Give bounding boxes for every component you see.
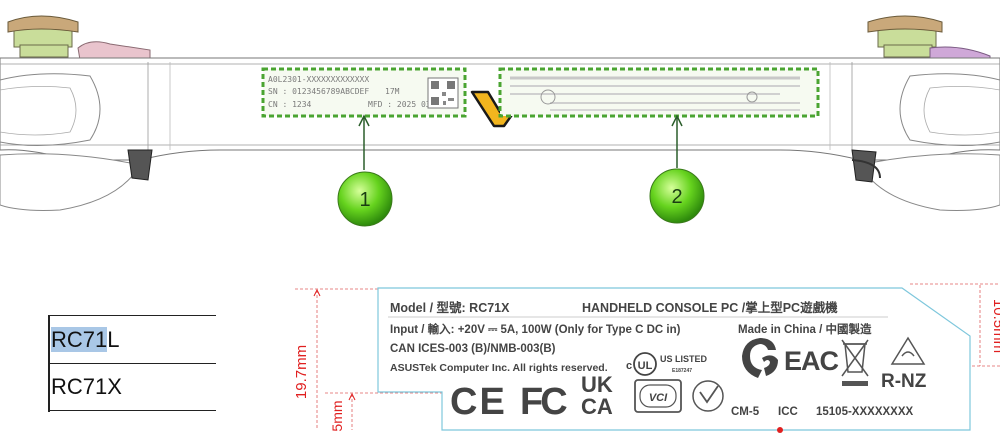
ul-logo-text: UL (638, 360, 653, 372)
model-name: RC71X (51, 374, 122, 399)
dimension-label-10-5: 10.5mm (990, 299, 1000, 353)
eac-mark: EAC (784, 346, 839, 376)
weee-bin-icon (841, 339, 869, 386)
callout-1: 1 (337, 171, 393, 227)
device-top-view-drawing: A0L2301-XXXXXXXXXXXXX SN : 0123456789ABC… (0, 15, 1000, 227)
label-cm5: CM-5 (731, 406, 760, 418)
sticker-line-1: A0L2301-XXXXXXXXXXXXX (268, 75, 369, 84)
ukca-mark: UK CA (581, 372, 613, 419)
ul-c-prefix: c (626, 360, 632, 372)
model-row: RC71L (48, 315, 216, 363)
label-outline (377, 287, 971, 431)
label-input: Input / 輸入: +20V ⎓ 5A, 100W (Only for Ty… (390, 322, 681, 336)
sticker-line-3: CN : 1234 (268, 100, 312, 109)
dimension-label-5: 5mm (329, 400, 345, 431)
dimension-height-small: 5mm (325, 392, 445, 432)
dimension-label-19-7: 19.7mm (293, 345, 310, 399)
rcm-icon (742, 338, 778, 378)
label-area-1: A0L2301-XXXXXXXXXXXXX SN : 0123456789ABC… (261, 67, 467, 118)
right-thumbstick (867, 15, 943, 58)
dimension-height-right: 10.5mm (910, 283, 1000, 367)
qr-code-icon (427, 77, 459, 109)
left-thumbstick (7, 15, 79, 58)
left-trigger (127, 149, 153, 181)
model-suffix: L (107, 326, 120, 352)
ul-listed-text: US LISTED (660, 354, 708, 364)
right-trigger (851, 149, 877, 183)
vci-mark: VCI (634, 379, 682, 413)
callout-1-number: 1 (359, 189, 370, 211)
label-icc: ICC (778, 406, 798, 418)
ul-file-number: E187247 (672, 368, 692, 374)
model-table: RC71L RC71X (48, 315, 216, 411)
callout-2-number: 2 (671, 186, 682, 208)
table-left-border (48, 315, 50, 412)
vci-text: VCI (649, 392, 668, 404)
r-nz-text: R-NZ (881, 371, 927, 392)
ul-listed-mark: c UL US LISTED E187247 (626, 352, 708, 376)
model-highlight: RC71 (51, 326, 108, 352)
left-shoulder-button (77, 41, 151, 61)
label-title: HANDHELD CONSOLE PC /掌上型PC遊戲機 (582, 300, 838, 315)
label-copyright: ASUSTek Computer Inc. All rights reserve… (390, 362, 608, 374)
label-ices: CAN ICES-003 (B)/NMB-003(B) (390, 343, 556, 355)
label-area-2 (498, 67, 820, 118)
rating-label-drawing: 19.7mm 5mm 10.5mm Model / 型號: RC71X HAND… (293, 283, 1000, 433)
sticker-mfd: MFD : 2025 03 (368, 100, 431, 109)
r-nz-mark: R-NZ (881, 336, 927, 392)
label-serial: 15105-XXXXXXXX (816, 406, 914, 418)
callout-2: 2 (649, 168, 705, 224)
ukca-top: UK (581, 372, 613, 397)
ce-mark: CE (450, 381, 507, 423)
label-model: Model / 型號: RC71X (390, 300, 510, 315)
dimension-height-left: 19.7mm (293, 288, 380, 430)
model-row: RC71X (48, 363, 216, 411)
energy-check-icon (692, 380, 724, 412)
ukca-bottom: CA (581, 394, 613, 419)
sticker-line-2: SN : 0123456789ABCDEF (268, 87, 369, 96)
sticker-code: 17M (385, 87, 400, 96)
fcc-mark: FC (520, 381, 567, 423)
model-cell: RC71L (48, 326, 120, 353)
model-cell: RC71X (48, 374, 122, 400)
label-made-in: Made in China / 中國製造 (738, 322, 872, 336)
